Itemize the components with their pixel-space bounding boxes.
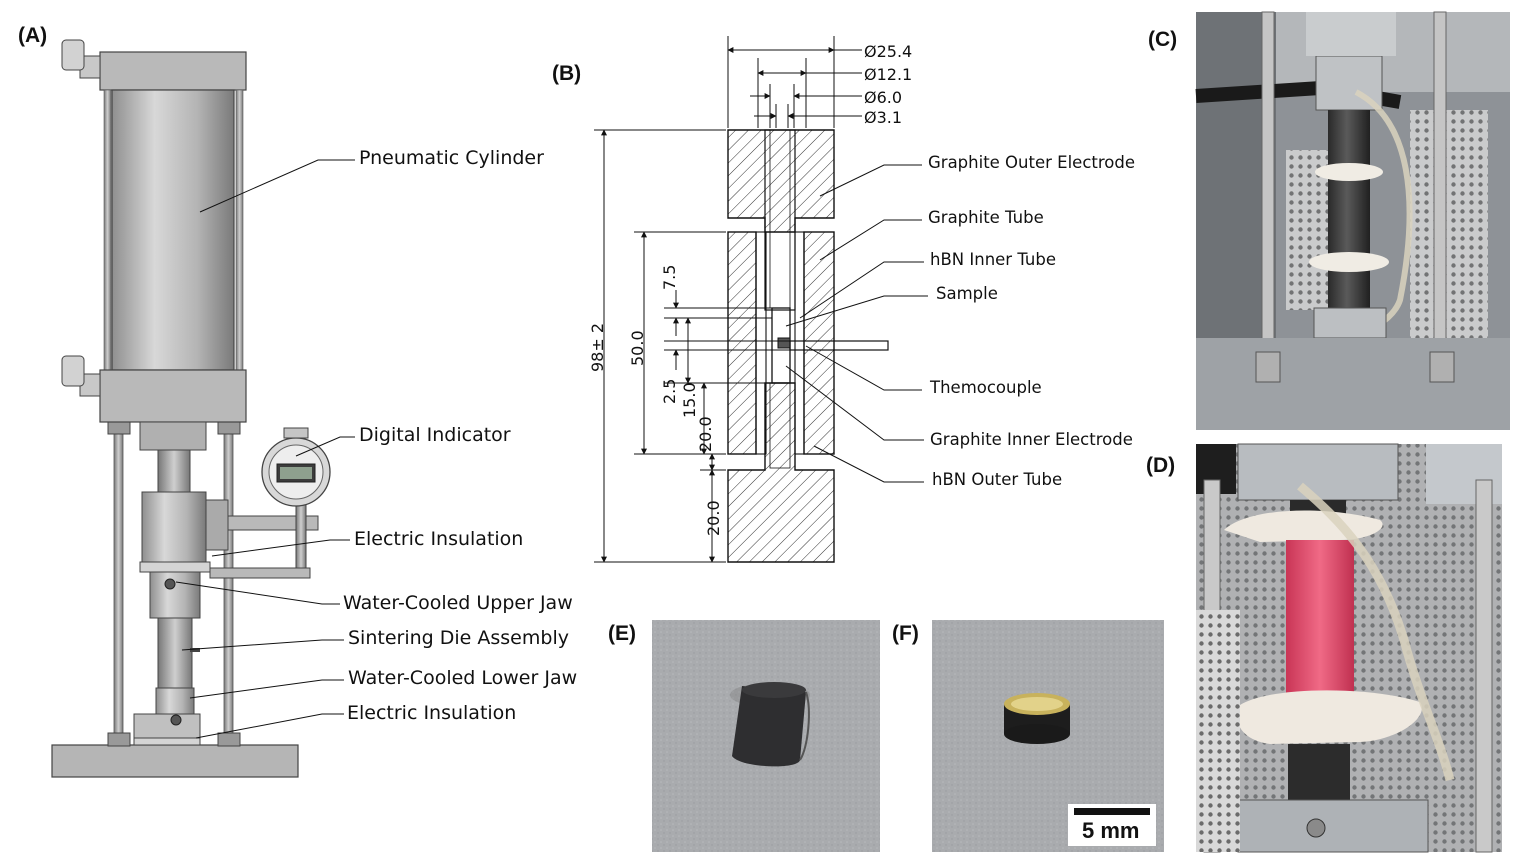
dimension-lines: [594, 36, 862, 563]
panel-label-c: (C): [1148, 28, 1178, 51]
apparatus-drawing: [51, 39, 331, 778]
panel-label-e: (E): [608, 622, 636, 645]
label-pneumatic-cylinder: Pneumatic Cylinder: [359, 147, 544, 169]
photo-green-pellet: [652, 620, 880, 852]
panel-label-b: (B): [552, 62, 582, 85]
panel-label-a: (A): [18, 24, 48, 47]
die-cross-section: [727, 129, 889, 563]
cross-section-leader-lines: [785, 164, 928, 483]
dim-diameter-3: Ø3.1: [864, 108, 903, 127]
label-graphite-tube: Graphite Tube: [928, 208, 1044, 227]
panel-label-f: (F): [892, 622, 919, 645]
label-thermocouple: Themocouple: [930, 378, 1042, 397]
label-water-cooled-upper-jaw: Water-Cooled Upper Jaw: [343, 592, 573, 614]
dim-diameter-12: Ø12.1: [864, 65, 913, 84]
label-graphite-outer-electrode: Graphite Outer Electrode: [928, 153, 1135, 172]
panel-label-d: (D): [1146, 454, 1176, 477]
label-digital-indicator: Digital Indicator: [359, 424, 511, 446]
dim-15: 15.0: [680, 382, 699, 418]
dim-2-5: 2.5: [660, 378, 679, 404]
dim-diameter-6: Ø6.0: [864, 88, 903, 107]
label-sample: Sample: [936, 284, 998, 303]
photo-setup-hot: [1196, 443, 1502, 853]
label-electric-insulation-lower: Electric Insulation: [347, 702, 517, 724]
dim-20-lower: 20.0: [704, 500, 723, 536]
dim-total-height: 98± 2: [588, 322, 607, 372]
photo-sintered-pellet: [932, 620, 1164, 852]
scale-bar-label: 5 mm: [1082, 818, 1140, 843]
dim-diameter-25: Ø25.4: [864, 42, 913, 61]
label-electric-insulation-upper: Electric Insulation: [354, 528, 524, 550]
label-graphite-inner-electrode: Graphite Inner Electrode: [930, 430, 1133, 449]
label-hbn-outer-tube: hBN Outer Tube: [932, 470, 1063, 489]
scale-bar: [1074, 808, 1150, 815]
label-sintering-die-assembly: Sintering Die Assembly: [348, 627, 569, 649]
label-hbn-inner-tube: hBN Inner Tube: [930, 250, 1056, 269]
dim-tube-height: 50.0: [628, 330, 647, 366]
dim-7-5: 7.5: [660, 264, 679, 290]
photo-setup-cold: [1195, 11, 1510, 430]
apparatus-leader-lines: [175, 159, 355, 739]
dim-20-upper: 20.0: [696, 416, 715, 452]
label-water-cooled-lower-jaw: Water-Cooled Lower Jaw: [348, 667, 578, 689]
